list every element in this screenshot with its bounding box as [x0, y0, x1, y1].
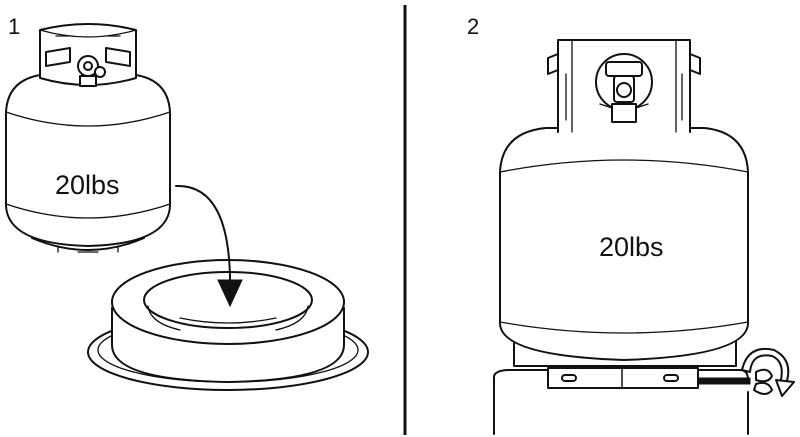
step-1-number: 1	[8, 14, 21, 39]
wing-nut-icon	[697, 368, 773, 395]
propane-tank-icon: 20lbs	[5, 23, 171, 253]
tank-valve-icon	[595, 53, 653, 123]
step-1-tank-label: 20lbs	[55, 170, 120, 200]
tank-base-ring-icon	[87, 259, 369, 391]
step-2-number: 2	[467, 14, 480, 39]
step-2-tank-label: 20lbs	[599, 232, 664, 262]
propane-tank-icon-2: 20lbs	[499, 127, 749, 361]
curved-arrow-down-icon	[175, 184, 243, 308]
step-2-illustration: 20lbs	[493, 39, 795, 435]
rotate-arrow-icon	[741, 348, 795, 397]
step-1-illustration: 20lbs	[5, 23, 369, 391]
